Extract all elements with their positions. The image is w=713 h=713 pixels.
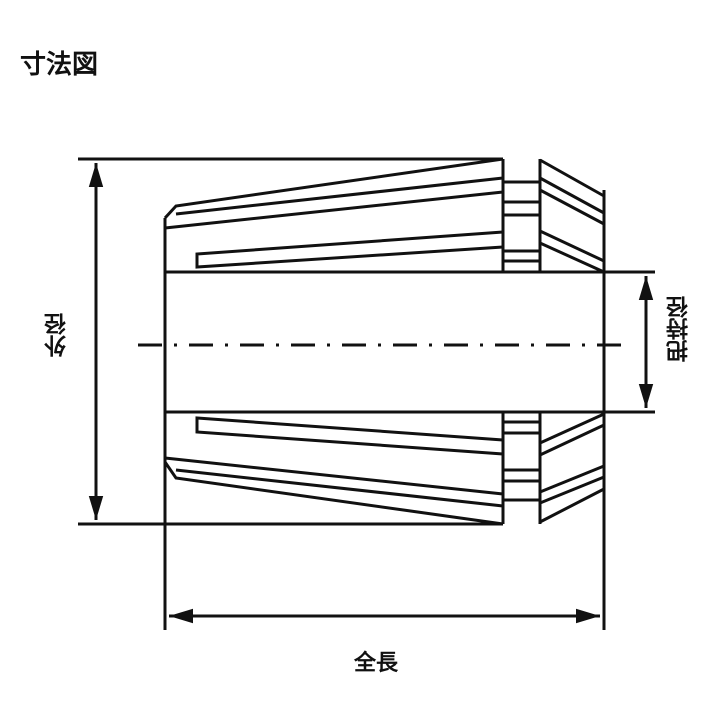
upper-slot <box>195 230 504 269</box>
upper-outer-taper <box>163 157 504 220</box>
lower-outer-taper <box>163 461 504 526</box>
grip-diameter-label: 把持径 <box>667 296 692 362</box>
lower-slot <box>195 416 504 456</box>
outer-diameter-label: 外径 <box>45 313 70 357</box>
page-title: 寸法図 <box>20 50 99 80</box>
overall-length-label: 全長 <box>354 651 399 676</box>
